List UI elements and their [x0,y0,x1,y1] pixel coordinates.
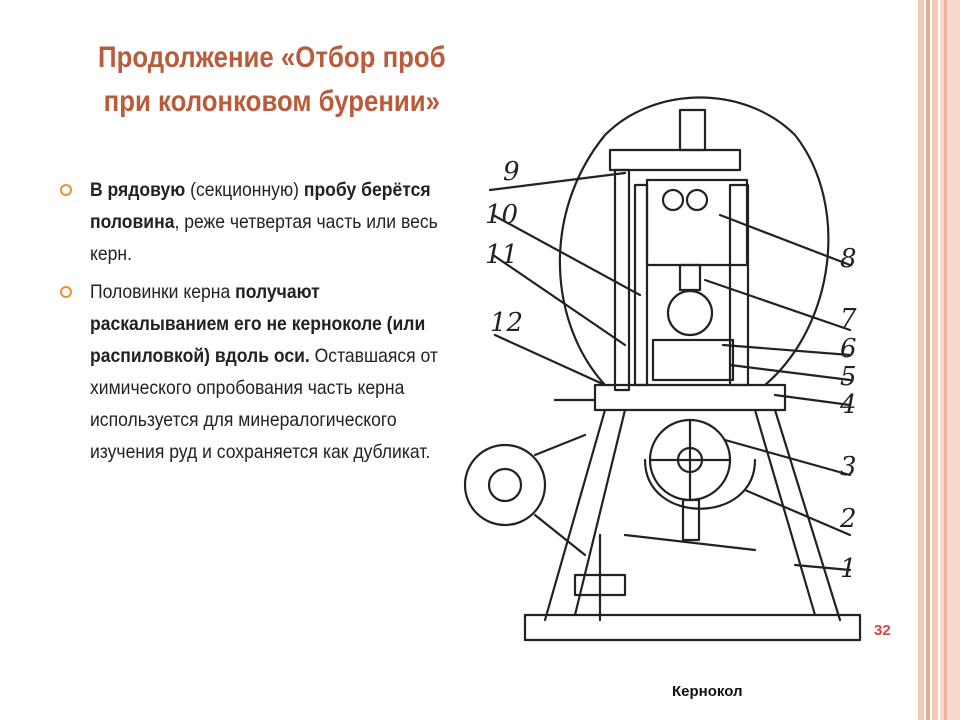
decor-stripe [932,0,938,720]
core-holder [651,338,735,382]
guard-outline [558,96,830,387]
shaft [681,498,701,542]
bullet-text: Половинки керна [90,281,236,303]
diagram-label: 3 [840,452,857,482]
leader-line [793,563,852,572]
hammer-bolt [685,188,709,212]
diagram-label: 6 [840,334,857,364]
slide-title: Продолжение «Отбор проб при колонковом б… [62,36,482,124]
left-column [613,168,631,392]
leader-line [718,213,852,267]
title-line-2: при колонковом бурении» [103,85,441,118]
diagram-label: 8 [840,244,857,274]
core-sample [666,289,714,337]
frame-legs-inner [573,408,817,617]
core-splitter-diagram: 9 10 11 12 8 7 6 5 4 3 2 1 [463,96,862,642]
bullet-item: Половинки керна получают раскалыванием е… [60,276,460,468]
flywheel-spokes [648,418,732,502]
leader-line [743,488,852,537]
decor-stripe [918,0,924,720]
wedge [678,263,702,292]
diagram-label: 9 [503,157,520,187]
diagram-label: 10 [485,200,518,230]
hammer-bolt [661,188,685,212]
leader-line [721,343,852,357]
diagram-label: 1 [840,554,857,584]
top-cylinder [678,108,707,152]
decor-stripe [926,0,930,720]
leader-line [703,278,852,332]
decor-stripe [940,0,960,720]
bullet-list: В рядовую (секционную) пробу берётся пол… [60,174,460,474]
bullet-marker-icon [60,286,72,298]
bullet-bold-text: пробу берётся половина [90,179,431,233]
drive-belt [533,433,587,557]
leader-line [493,333,607,387]
diagram-label: 12 [490,308,523,338]
bullet-marker-icon [60,184,72,196]
motor-pulley-hub [487,467,523,503]
title-line-1: Продолжение «Отбор проб [98,41,446,74]
bullet-bold-text: получают раскалыванием его не керноколе … [90,281,426,367]
page-number: 32 [874,622,891,639]
figure-caption: Кернокол [672,683,743,700]
frame-legs [543,408,842,622]
hammer-block [645,178,749,267]
motor-pulley [463,443,547,527]
diagram-label: 4 [839,390,857,420]
diagram-label: 7 [840,304,857,334]
base-plate [523,613,862,642]
leader-line [488,171,627,192]
bullet-text: , реже четвертая часть или весь керн. [90,211,438,265]
left-column-inner [633,183,649,387]
pedal-link [623,533,757,552]
top-beam [608,148,742,172]
bullet-text: (секционную) [185,179,304,201]
leader-line [491,253,627,347]
diagram-label: 2 [839,504,857,534]
leader-line [491,213,642,297]
bullet-item: В рядовую (секционную) пробу берётся пол… [60,174,460,270]
bullet-bold-text: В рядовую [90,179,186,201]
bullet-text: Оставшаяся от химического опробования ча… [90,345,438,463]
diagram-label: 11 [485,240,518,270]
diagram-label: 5 [840,362,857,392]
pedal-mechanism [573,533,627,622]
leader-line [773,393,852,407]
work-table [593,383,787,412]
leader-line [723,438,852,477]
leader-line [728,363,852,382]
decor-stripe [944,0,947,720]
